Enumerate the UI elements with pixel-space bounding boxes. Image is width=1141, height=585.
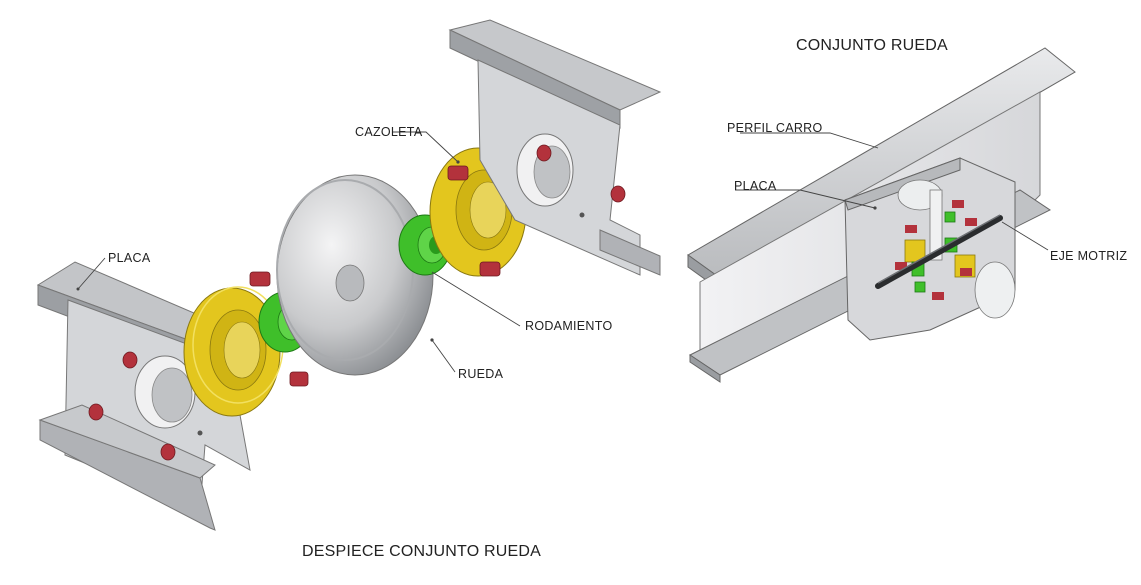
bolt <box>479 261 501 277</box>
assembly-view-title: CONJUNTO RUEDA <box>796 37 948 54</box>
bolt <box>610 185 626 203</box>
assembly-view: CONJUNTO RUEDA PERFIL CARRO PLACA EJE MO… <box>687 37 1127 383</box>
exploded-view-title: DESPIECE CONJUNTO RUEDA <box>302 543 541 560</box>
label-cazoleta: CAZOLETA <box>355 125 423 139</box>
bolt <box>122 351 138 369</box>
label-perfil-carro: PERFIL CARRO <box>727 121 823 135</box>
bolt <box>160 443 176 461</box>
bolt <box>249 271 271 287</box>
leader-lines-right <box>735 132 1049 251</box>
bolt <box>447 165 469 181</box>
bolt <box>88 403 104 421</box>
wheel <box>276 174 434 376</box>
label-placa-right: PLACA <box>734 179 777 193</box>
label-rodamiento: RODAMIENTO <box>525 319 613 333</box>
eje-motriz-shaft <box>875 215 1003 289</box>
exploded-view: CAZOLETA PLACA RODAMIENTO RUEDA DESPIECE… <box>36 19 662 560</box>
assembly-internals <box>875 200 1003 300</box>
label-placa-left: PLACA <box>108 251 151 265</box>
left-cup <box>183 286 284 417</box>
bolt <box>289 371 309 387</box>
leader-lines-left <box>77 131 521 373</box>
label-eje-motriz: EJE MOTRIZ <box>1050 249 1127 263</box>
right-plate <box>448 19 662 276</box>
placa-block <box>844 157 1016 341</box>
bolt <box>536 144 552 162</box>
label-rueda: RUEDA <box>458 367 504 381</box>
bolts <box>88 144 626 461</box>
